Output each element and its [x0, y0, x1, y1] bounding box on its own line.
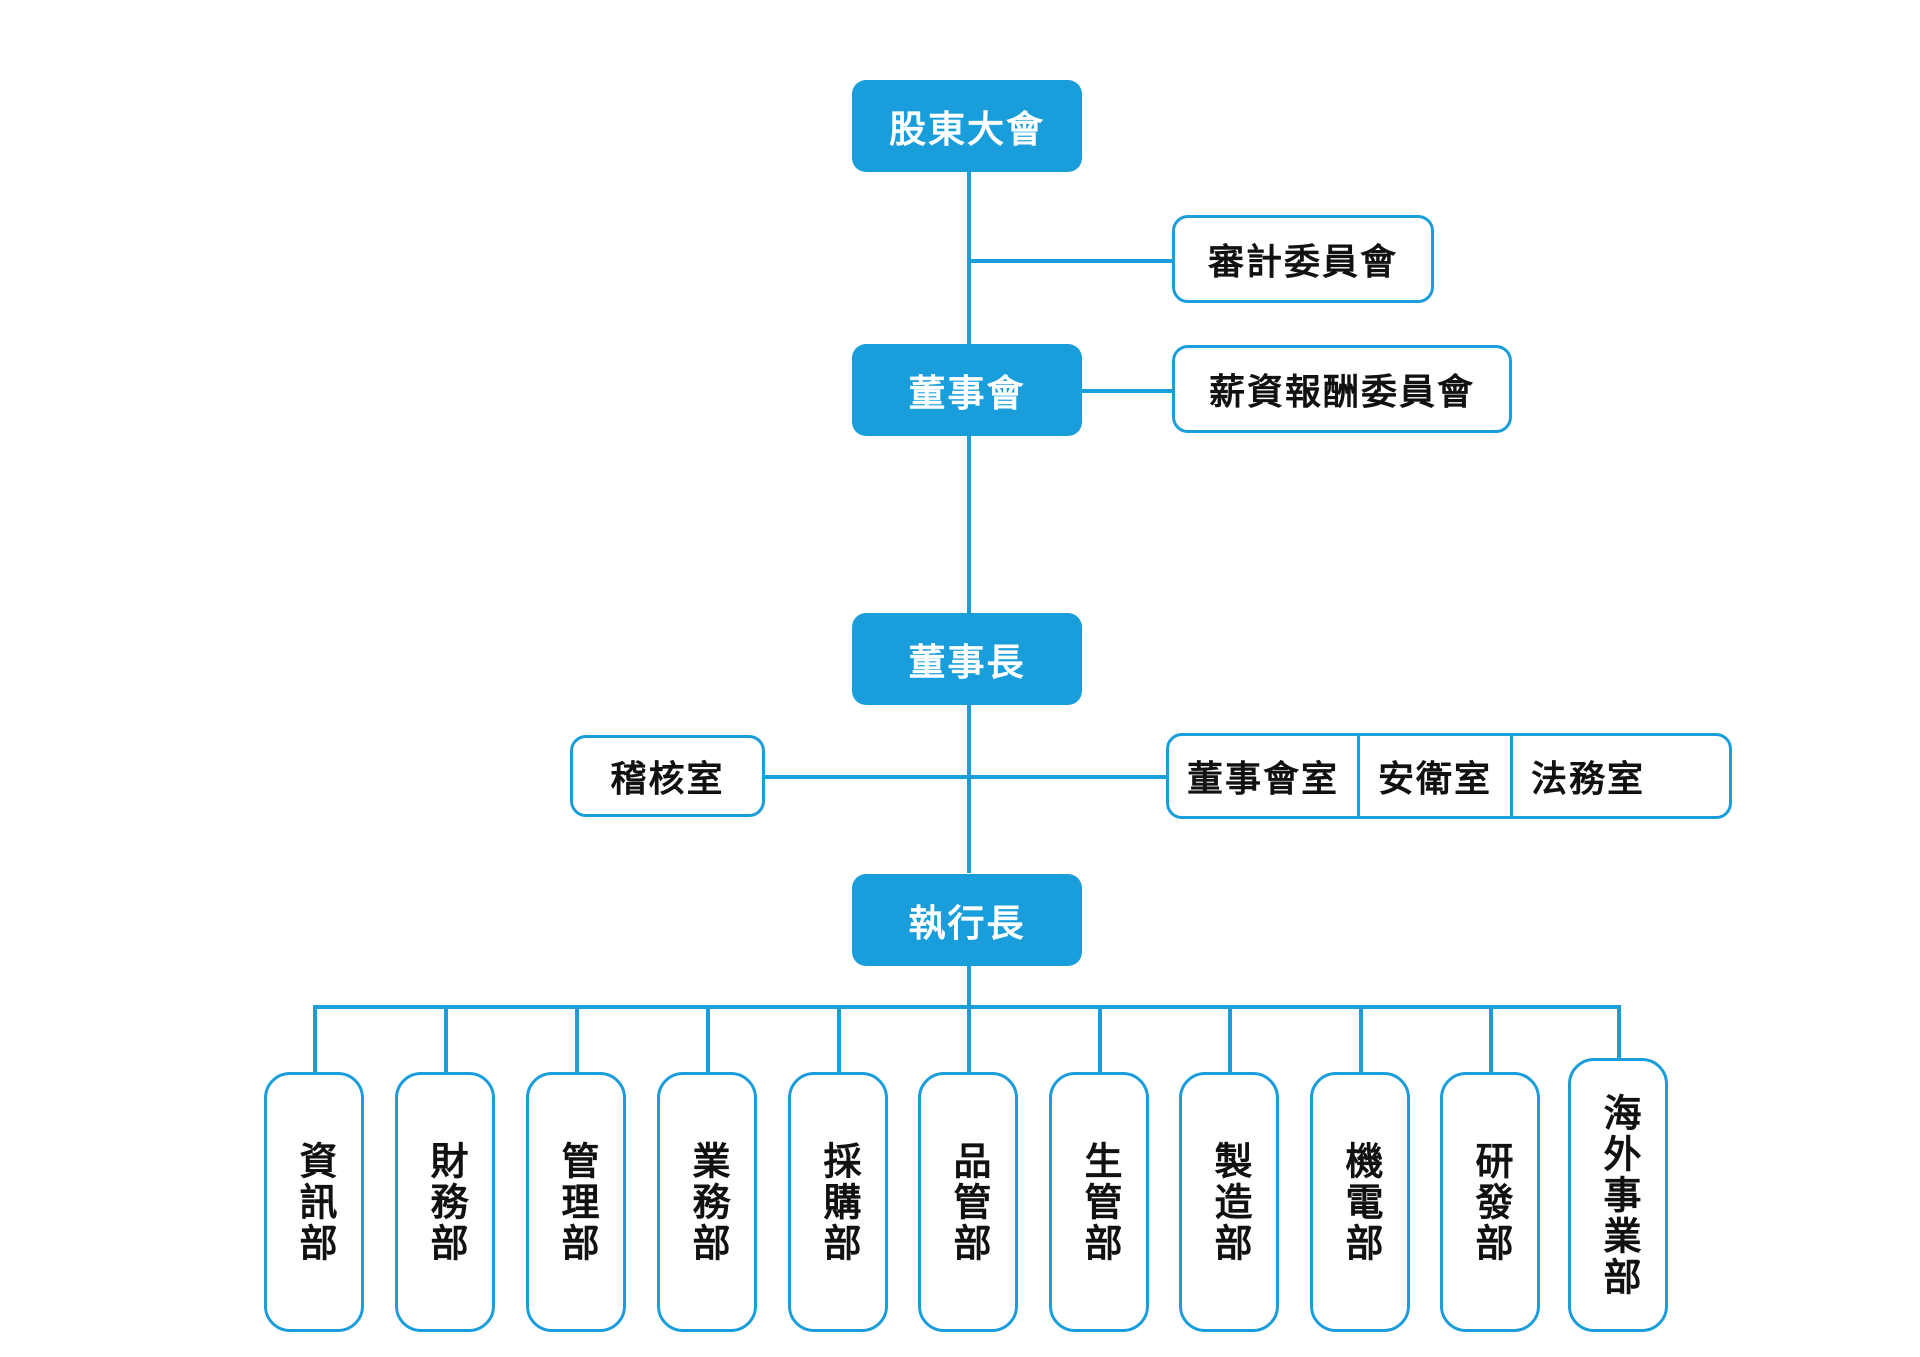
- node-audit-committee-label: 審計委員會: [1207, 241, 1398, 282]
- dept-label-overseas-business: 海外事業部: [1597, 1092, 1639, 1298]
- node-legal-office-label: 法務室: [1531, 758, 1646, 799]
- dept-box-sales[interactable]: 業務部: [657, 1072, 757, 1332]
- department-bus-line: [313, 1005, 1620, 1009]
- edge-stem-dept-6: [1098, 1005, 1102, 1075]
- dept-label-procurement: 採購部: [817, 1140, 859, 1264]
- node-board-of-directors-label: 董事會: [908, 373, 1026, 414]
- node-safety-health-office[interactable]: 安衛室: [1357, 736, 1510, 816]
- office-strip-group: 董事會室 安衛室 法務室: [1166, 733, 1732, 819]
- node-legal-office[interactable]: 法務室: [1510, 736, 1663, 816]
- edge-chairman-to-office-strip: [967, 775, 1169, 779]
- node-shareholders-meeting[interactable]: 股東大會: [852, 80, 1082, 172]
- node-board-office[interactable]: 董事會室: [1169, 736, 1357, 816]
- node-chairman-label: 董事長: [908, 642, 1026, 683]
- dept-label-electromechanical: 機電部: [1339, 1140, 1381, 1264]
- edge-stem-dept-2: [575, 1005, 579, 1075]
- edge-stem-dept-8: [1359, 1005, 1363, 1075]
- dept-box-production-control[interactable]: 生管部: [1049, 1072, 1149, 1332]
- edge-stem-dept-1: [444, 1005, 448, 1075]
- dept-label-finance: 財務部: [424, 1140, 466, 1264]
- edge-stem-dept-10: [1617, 1005, 1621, 1075]
- edge-shareholders-to-board: [967, 168, 971, 344]
- edge-stem-dept-3: [706, 1005, 710, 1075]
- dept-box-procurement[interactable]: 採購部: [788, 1072, 888, 1332]
- edge-board-to-comp-committee: [1075, 389, 1175, 393]
- edge-stem-dept-0: [313, 1005, 317, 1075]
- dept-label-information: 資訊部: [293, 1140, 335, 1264]
- node-audit-office-label: 稽核室: [610, 758, 725, 799]
- dept-label-administration: 管理部: [555, 1140, 597, 1264]
- dept-box-electromechanical[interactable]: 機電部: [1310, 1072, 1410, 1332]
- dept-label-quality-control: 品管部: [947, 1140, 989, 1264]
- edge-stem-dept-9: [1489, 1005, 1493, 1075]
- node-board-of-directors[interactable]: 董事會: [852, 344, 1082, 436]
- node-compensation-committee-label: 薪資報酬委員會: [1208, 371, 1475, 412]
- edge-board-to-chairman: [967, 434, 971, 614]
- edge-stem-dept-4: [837, 1005, 841, 1075]
- node-chairman[interactable]: 董事長: [852, 613, 1082, 705]
- node-board-office-label: 董事會室: [1187, 758, 1340, 799]
- edge-chairman-to-audit-office: [762, 775, 969, 779]
- dept-box-manufacturing[interactable]: 製造部: [1179, 1072, 1279, 1332]
- dept-label-sales: 業務部: [686, 1140, 728, 1264]
- dept-box-rnd[interactable]: 研發部: [1440, 1072, 1540, 1332]
- node-safety-health-office-label: 安衛室: [1378, 758, 1493, 799]
- edge-stem-dept-5: [967, 1005, 971, 1075]
- dept-box-overseas-business[interactable]: 海外事業部: [1568, 1058, 1668, 1332]
- node-audit-office[interactable]: 稽核室: [570, 735, 765, 817]
- node-compensation-committee[interactable]: 薪資報酬委員會: [1172, 345, 1512, 433]
- dept-label-production-control: 生管部: [1078, 1140, 1120, 1264]
- node-ceo[interactable]: 執行長: [852, 874, 1082, 966]
- edge-shareholders-to-audit-committee: [967, 259, 1174, 263]
- dept-box-administration[interactable]: 管理部: [526, 1072, 626, 1332]
- dept-label-rnd: 研發部: [1469, 1140, 1511, 1264]
- node-shareholders-meeting-label: 股東大會: [889, 109, 1045, 150]
- node-ceo-label: 執行長: [908, 903, 1026, 944]
- node-audit-committee[interactable]: 審計委員會: [1172, 215, 1434, 303]
- dept-box-quality-control[interactable]: 品管部: [918, 1072, 1018, 1332]
- edge-stem-dept-7: [1228, 1005, 1232, 1075]
- dept-label-manufacturing: 製造部: [1208, 1140, 1250, 1264]
- dept-box-information[interactable]: 資訊部: [264, 1072, 364, 1332]
- dept-box-finance[interactable]: 財務部: [395, 1072, 495, 1332]
